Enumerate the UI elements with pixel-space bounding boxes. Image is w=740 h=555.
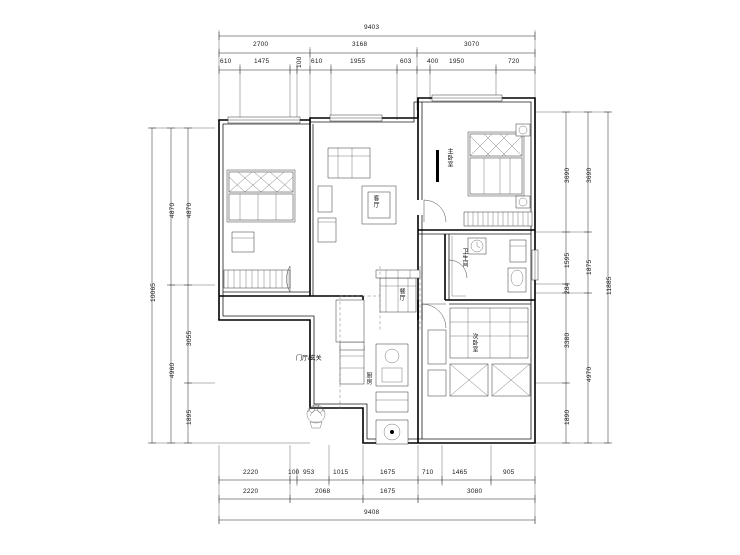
- room-label-kitchen: 厨房: [365, 372, 371, 385]
- dim-top3-400: 400: [427, 58, 439, 65]
- windows: [227, 94, 539, 281]
- dim-right-3380: 3380: [564, 332, 571, 348]
- dim-bot1-953: 953: [303, 469, 315, 476]
- dim-right-1595: 1595: [564, 252, 571, 268]
- master-bedroom-furniture: [463, 123, 533, 227]
- dim-bot2-3080: 3080: [467, 488, 483, 495]
- dining-table: [339, 266, 421, 410]
- top-dimension-lines: [218, 30, 536, 120]
- dim-top3-720: 720: [508, 58, 520, 65]
- dim-top3-603: 603: [400, 58, 412, 65]
- living-room-furniture: [223, 169, 337, 289]
- dim-top2-3070: 3070: [464, 41, 480, 48]
- dim-bot1-1465: 1465: [452, 469, 468, 476]
- second-bedroom-furniture: [427, 307, 531, 397]
- dim-bot2-1675: 1675: [380, 488, 396, 495]
- dim-right-1890: 1890: [564, 409, 571, 425]
- left-dimension-lines: [148, 127, 310, 444]
- dim-top3-610: 610: [220, 58, 232, 65]
- room-label-bathroom: 卫生间: [461, 248, 467, 268]
- dim-right-3690-mid: 3690: [586, 167, 593, 183]
- dim-bot1-710: 710: [422, 469, 434, 476]
- dim-bot2-2068: 2068: [315, 488, 331, 495]
- dim-left-10065: 10065: [150, 282, 157, 302]
- dining-area-furniture: [317, 147, 397, 225]
- dim-left-4870-inner: 4870: [186, 202, 193, 218]
- dim-bot-overall: 9408: [364, 509, 380, 516]
- dim-top3-1955: 1955: [350, 58, 366, 65]
- plant-decoration: [306, 403, 326, 429]
- bathroom-fixtures: [451, 236, 527, 297]
- room-label-entry-hall: 门厅/玄关: [296, 356, 322, 362]
- bottom-dimension-lines: [218, 445, 536, 524]
- dim-right-4970: 4970: [586, 366, 593, 382]
- dim-right-1875: 1875: [586, 259, 593, 275]
- dim-bot1-1015: 1015: [333, 469, 349, 476]
- right-dimension-lines: [535, 111, 612, 444]
- dim-bot2-2220: 2220: [243, 488, 259, 495]
- dim-left-3055: 3055: [186, 330, 193, 346]
- dim-left-1895: 1895: [186, 409, 193, 425]
- dim-bot1-1675: 1675: [380, 469, 396, 476]
- dim-right-284: 284: [564, 282, 571, 294]
- dim-left-4870-mid: 4870: [169, 202, 176, 218]
- room-label-master-bedroom: 主卧室: [446, 148, 452, 168]
- kitchen-fixtures: [335, 299, 409, 445]
- building-walls: [218, 97, 536, 444]
- dim-left-4960: 4960: [169, 362, 176, 378]
- dim-bot1-100: 100: [288, 469, 300, 476]
- dim-top3-1475: 1475: [254, 58, 270, 65]
- dim-top2-2700: 2700: [253, 41, 269, 48]
- dim-top-overall: 9403: [364, 24, 380, 31]
- room-label-second-bedroom: 次卧室: [471, 333, 477, 353]
- dim-right-11885: 11885: [606, 276, 613, 295]
- dim-right-3690-inner: 3690: [564, 167, 571, 183]
- dim-top3-1950: 1950: [449, 58, 465, 65]
- dim-top2-3168: 3168: [352, 41, 368, 48]
- room-label-dining-room: 餐厅: [398, 288, 404, 301]
- dim-top3-100: 100: [296, 56, 303, 68]
- dim-top3-610b: 610: [311, 58, 323, 65]
- room-label-living-room: 客厅: [372, 195, 378, 208]
- dim-bot1-905: 905: [503, 469, 515, 476]
- dim-bot1-2220: 2220: [243, 469, 259, 476]
- doors: [286, 150, 468, 329]
